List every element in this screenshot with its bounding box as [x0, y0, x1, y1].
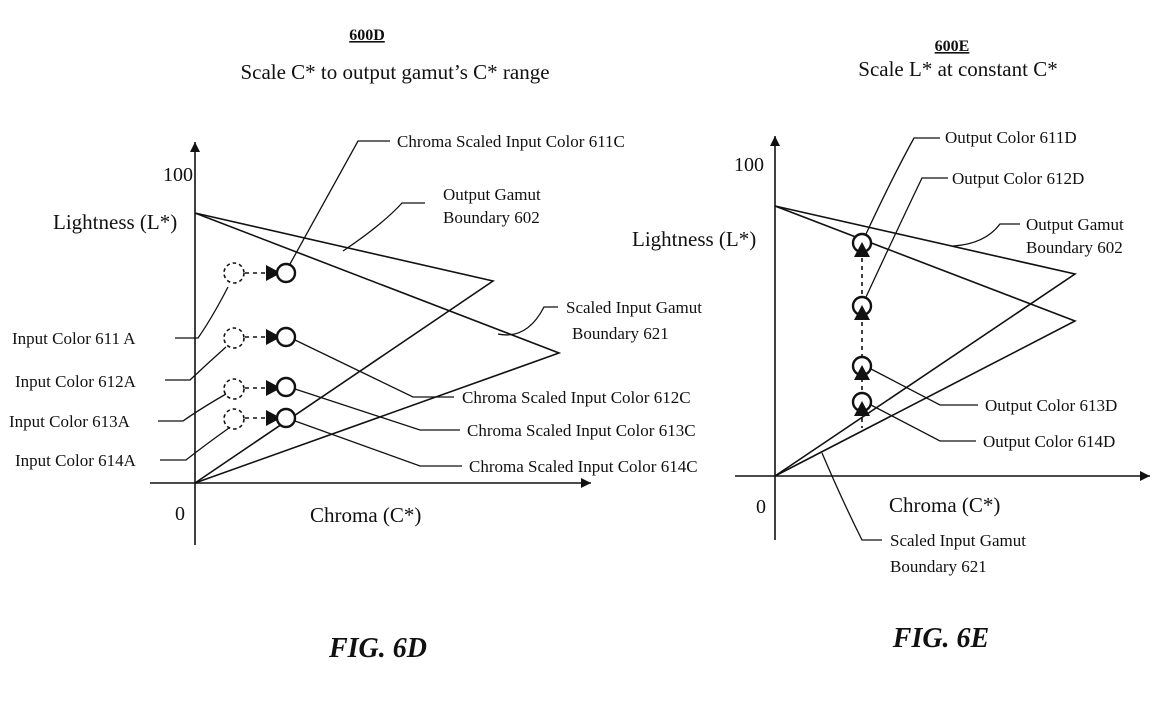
6e-arrowhead-612: [854, 305, 870, 320]
6d-lightness-axis-label: Lightness (L*): [53, 210, 177, 234]
6d-leader-613c: [294, 388, 460, 431]
6d-label-621-line2: Boundary 621: [572, 324, 669, 343]
6d-label-612c: Chroma Scaled Input Color 612C: [462, 388, 691, 407]
6d-leader-612c: [294, 339, 454, 398]
6e-leader-602: [952, 223, 1020, 247]
6d-scaled-color-611c: [275, 262, 297, 284]
6d-leader-611c: [289, 140, 390, 265]
6e-leader-613d: [870, 368, 978, 406]
6d-label-602-line2: Boundary 602: [443, 208, 540, 227]
6e-leader-612d: [865, 177, 948, 298]
6d-label-613a: Input Color 613A: [9, 412, 131, 431]
6d-scaled-color-614c: [275, 407, 297, 429]
6d-leader-621: [497, 306, 558, 336]
6e-lightness-axis-label: Lightness (L*): [632, 227, 756, 251]
6d-input-color-611a: [223, 262, 245, 284]
6d-leader-614a: [160, 427, 230, 461]
figure-6d-subtitle: Scale C* to output gamut’s C* range: [240, 60, 549, 84]
6d-input-color-613a: [223, 378, 245, 400]
6e-label-621-line2: Boundary 621: [890, 557, 987, 576]
figure-6d: 600D Scale C* to output gamut’s C* range…: [9, 27, 702, 664]
6e-leader-621: [821, 452, 882, 541]
6e-label-611d: Output Color 611D: [945, 128, 1077, 147]
6e-leader-614d: [870, 404, 976, 442]
6d-arrowhead-612: [266, 329, 281, 345]
6d-arrowhead-611: [266, 265, 281, 281]
6e-label-613d: Output Color 613D: [985, 396, 1117, 415]
6d-leader-611a: [175, 286, 229, 339]
6d-label-621-line1: Scaled Input Gamut: [566, 298, 702, 317]
6d-label-613c: Chroma Scaled Input Color 613C: [467, 421, 696, 440]
6e-label-612d: Output Color 612D: [952, 169, 1084, 188]
figure-6e-caption: FIG. 6E: [892, 623, 989, 654]
6e-leader-611d: [865, 137, 940, 235]
figure-6d-caption: FIG. 6D: [328, 633, 427, 664]
6d-scaled-color-612c: [275, 326, 297, 348]
6e-label-621-line1: Scaled Input Gamut: [890, 531, 1026, 550]
6e-arrowhead-613: [854, 365, 870, 380]
6e-arrowhead-614: [854, 401, 870, 416]
6e-chroma-axis-label: Chroma (C*): [889, 493, 1000, 517]
6d-tick-100: 100: [163, 164, 193, 186]
6d-input-color-614a: [223, 408, 245, 430]
6e-label-602-line1: Output Gamut: [1026, 215, 1124, 234]
6d-label-611c: Chroma Scaled Input Color 611C: [397, 132, 625, 151]
6e-label-614d: Output Color 614D: [983, 432, 1115, 451]
6d-leader-614c: [294, 420, 462, 467]
6d-arrowhead-614: [266, 410, 281, 426]
6d-label-602-line1: Output Gamut: [443, 185, 541, 204]
6e-output-gamut-boundary-602: [774, 205, 1077, 477]
6d-arrowhead-613: [266, 380, 281, 396]
6e-scaled-input-gamut-boundary-621: [774, 205, 1077, 477]
6d-leader-612a: [165, 346, 227, 381]
6e-arrowhead-611: [854, 242, 870, 257]
6d-label-614a: Input Color 614A: [15, 451, 137, 470]
6d-label-612a: Input Color 612A: [15, 372, 137, 391]
6d-input-color-612a: [223, 327, 245, 349]
6e-tick-100: 100: [734, 154, 764, 176]
6d-scaled-color-613c: [275, 376, 297, 398]
figure-6e: 600E Scale L* at constant C* 100 0 Light…: [632, 38, 1150, 654]
6e-label-602-line2: Boundary 602: [1026, 238, 1123, 257]
6d-output-gamut-boundary-602: [194, 212, 495, 484]
6d-label-614c: Chroma Scaled Input Color 614C: [469, 457, 698, 476]
figure-6e-reference: 600E: [935, 38, 970, 55]
6e-tick-origin: 0: [756, 496, 766, 518]
6d-chroma-axis-label: Chroma (C*): [310, 503, 421, 527]
6d-label-611a: Input Color 611 A: [12, 329, 136, 348]
6d-tick-origin: 0: [175, 503, 185, 525]
6d-scaled-input-gamut-boundary-621: [194, 212, 562, 484]
6d-leader-613a: [158, 393, 227, 422]
6d-leader-602: [342, 202, 425, 252]
figure-6e-subtitle: Scale L* at constant C*: [858, 57, 1057, 81]
figure-6d-reference: 600D: [349, 27, 385, 44]
